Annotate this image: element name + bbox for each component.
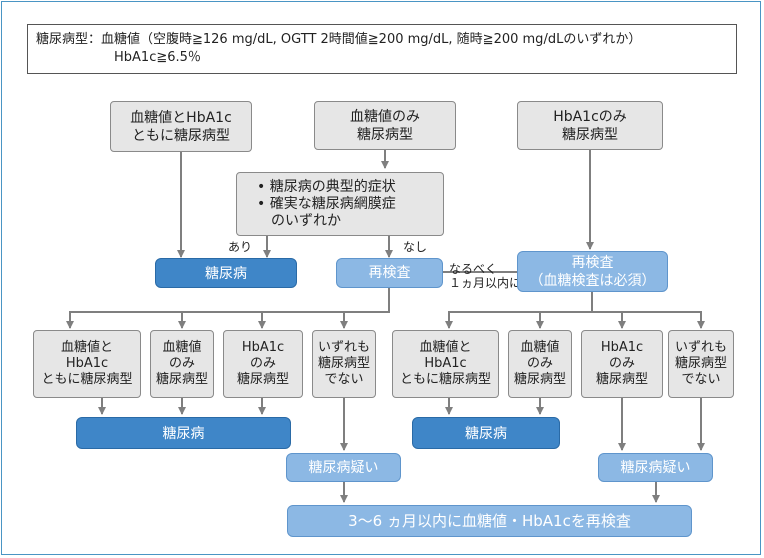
line-retest-to-left-group <box>66 288 390 329</box>
condition-item-1: • 糖尿病の典型的症状 <box>257 178 396 195</box>
diabetes-right: 糖尿病 <box>412 417 560 449</box>
diabetes-type-definition: 糖尿病型：血糖値（空腹時≧126 mg/dL, OGTT 2時間値≧200 mg… <box>27 24 737 74</box>
retest-glucose-required-box: 再検査 （血糖検査は必須） <box>517 251 668 292</box>
diabetes-left: 糖尿病 <box>76 417 291 449</box>
final-retest-within-3-6-months: 3〜6 ヵ月以内に血糖値・HbA1cを再検査 <box>287 505 692 537</box>
left-hba1c-only: HbA1c のみ 糖尿病型 <box>223 330 303 398</box>
definition-line-2: HbA1c≧6.5％ <box>114 50 201 65</box>
diabetes-top: 糖尿病 <box>155 258 297 288</box>
definition-line-1: 糖尿病型：血糖値（空腹時≧126 mg/dL, OGTT 2時間値≧200 mg… <box>36 32 642 47</box>
label-no: なし <box>403 240 428 254</box>
label-yes: あり <box>228 240 253 254</box>
line-retest-required-to-right-group <box>445 292 593 329</box>
top-glucose-only-diabetic-type: 血糖値のみ 糖尿病型 <box>314 101 456 150</box>
suspected-diabetes-left: 糖尿病疑い <box>286 453 401 482</box>
label-within-one-month: なるべく １ヵ月以内に <box>449 262 522 290</box>
left-neither: いずれも 糖尿病型 でない <box>312 330 376 398</box>
suspected-diabetes-right: 糖尿病疑い <box>598 453 713 482</box>
top-hba1c-only-diabetic-type: HbA1cのみ 糖尿病型 <box>517 101 663 150</box>
right-neither: いずれも 糖尿病型 でない <box>668 330 734 398</box>
left-both-diabetic-type: 血糖値と HbA1c ともに糖尿病型 <box>33 330 141 398</box>
condition-item-3: のいずれか <box>271 212 341 229</box>
top-both-diabetic-type: 血糖値とHbA1c ともに糖尿病型 <box>110 101 252 152</box>
condition-item-2: • 確実な糖尿病網膜症 <box>257 195 396 212</box>
right-both-diabetic-type: 血糖値と HbA1c ともに糖尿病型 <box>392 330 499 398</box>
symptom-condition-box: • 糖尿病の典型的症状 • 確実な糖尿病網膜症 のいずれか <box>236 172 444 236</box>
right-hba1c-only: HbA1c のみ 糖尿病型 <box>581 330 663 398</box>
retest-box: 再検査 <box>336 258 443 288</box>
left-glucose-only: 血糖値 のみ 糖尿病型 <box>150 330 214 398</box>
right-glucose-only: 血糖値 のみ 糖尿病型 <box>508 330 572 398</box>
